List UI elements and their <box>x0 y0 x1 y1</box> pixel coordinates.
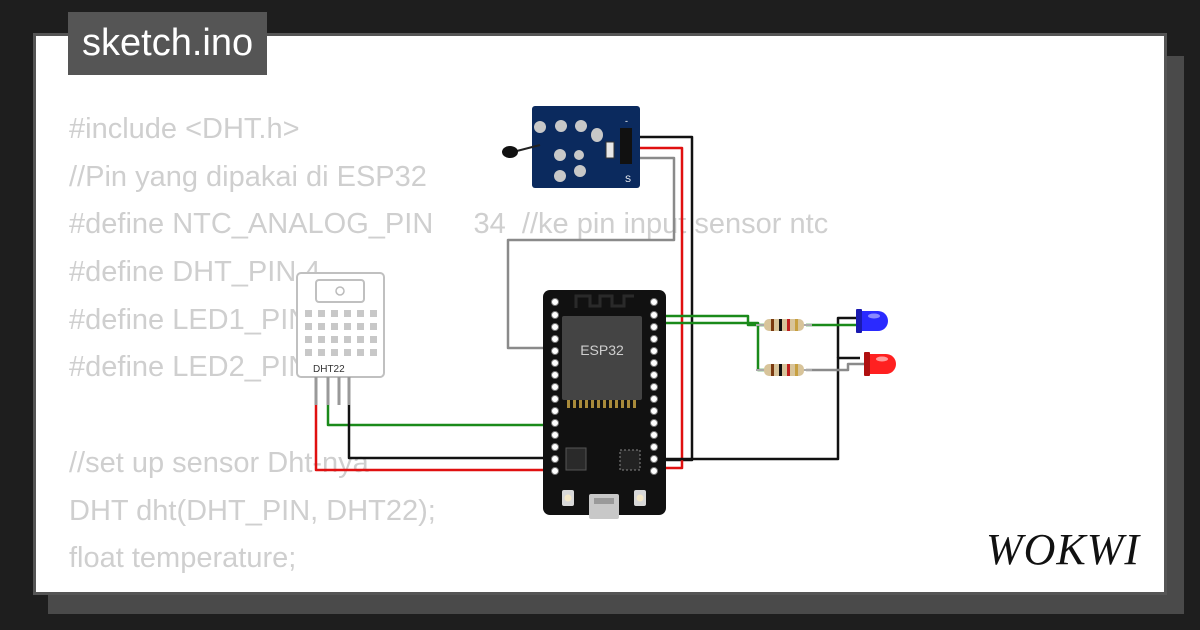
esp32-label: ESP32 <box>580 342 624 358</box>
led-red[interactable] <box>864 352 896 376</box>
resistor-2[interactable] <box>756 364 812 376</box>
wire-res2-led[interactable] <box>806 362 864 372</box>
ntc-pin-label: - <box>625 116 628 126</box>
code-editor: #include <DHT.h> //Pin yang dipakai di E… <box>69 106 829 592</box>
code-line: #define DHT_PIN 4 <box>69 256 321 289</box>
resistor-1[interactable] <box>756 319 812 331</box>
code-line: #define LED1_PIN 2 <box>69 303 334 336</box>
wire-ntc-vcc[interactable] <box>630 146 684 470</box>
thermistor-icon <box>502 146 518 158</box>
usb-port-icon <box>589 494 619 519</box>
ntc-pin-label: S <box>625 174 631 184</box>
led-blue[interactable] <box>856 309 888 333</box>
dht22-sensor[interactable]: DHT22 <box>296 272 385 405</box>
dht22-label: DHT22 <box>313 364 345 375</box>
wire-led2[interactable] <box>652 321 766 372</box>
wires <box>314 135 864 472</box>
wire-led-gnd[interactable] <box>652 356 860 461</box>
code-line: float temperature; <box>69 542 297 575</box>
code-line: float humidity; <box>69 583 828 592</box>
ntc-sensor-module[interactable]: - S <box>502 106 640 188</box>
file-tab-sketch-ino[interactable]: sketch.ino <box>68 12 268 75</box>
code-line: //set up sensor Dht-nya <box>69 446 369 479</box>
code-line: #include <DHT.h> <box>69 113 300 145</box>
wire-ntc-signal[interactable] <box>506 156 676 350</box>
code-line: //Pin yang dipakai di ESP32 <box>69 160 427 193</box>
wire-dht-gnd[interactable] <box>347 404 556 460</box>
code-line: DHT dht(DHT_PIN, DHT22); <box>69 494 436 527</box>
wire-dht-vcc[interactable] <box>314 404 556 472</box>
wire-blue-led-gnd[interactable] <box>836 316 862 358</box>
wokwi-logo: WOKWI <box>986 525 1141 574</box>
code-line: #define NTC_ANALOG_PIN 34 //ke pin input… <box>69 208 829 241</box>
wokwi-logo-text: WOKWI <box>986 525 1141 574</box>
esp32-board[interactable]: ESP32 <box>543 290 666 519</box>
